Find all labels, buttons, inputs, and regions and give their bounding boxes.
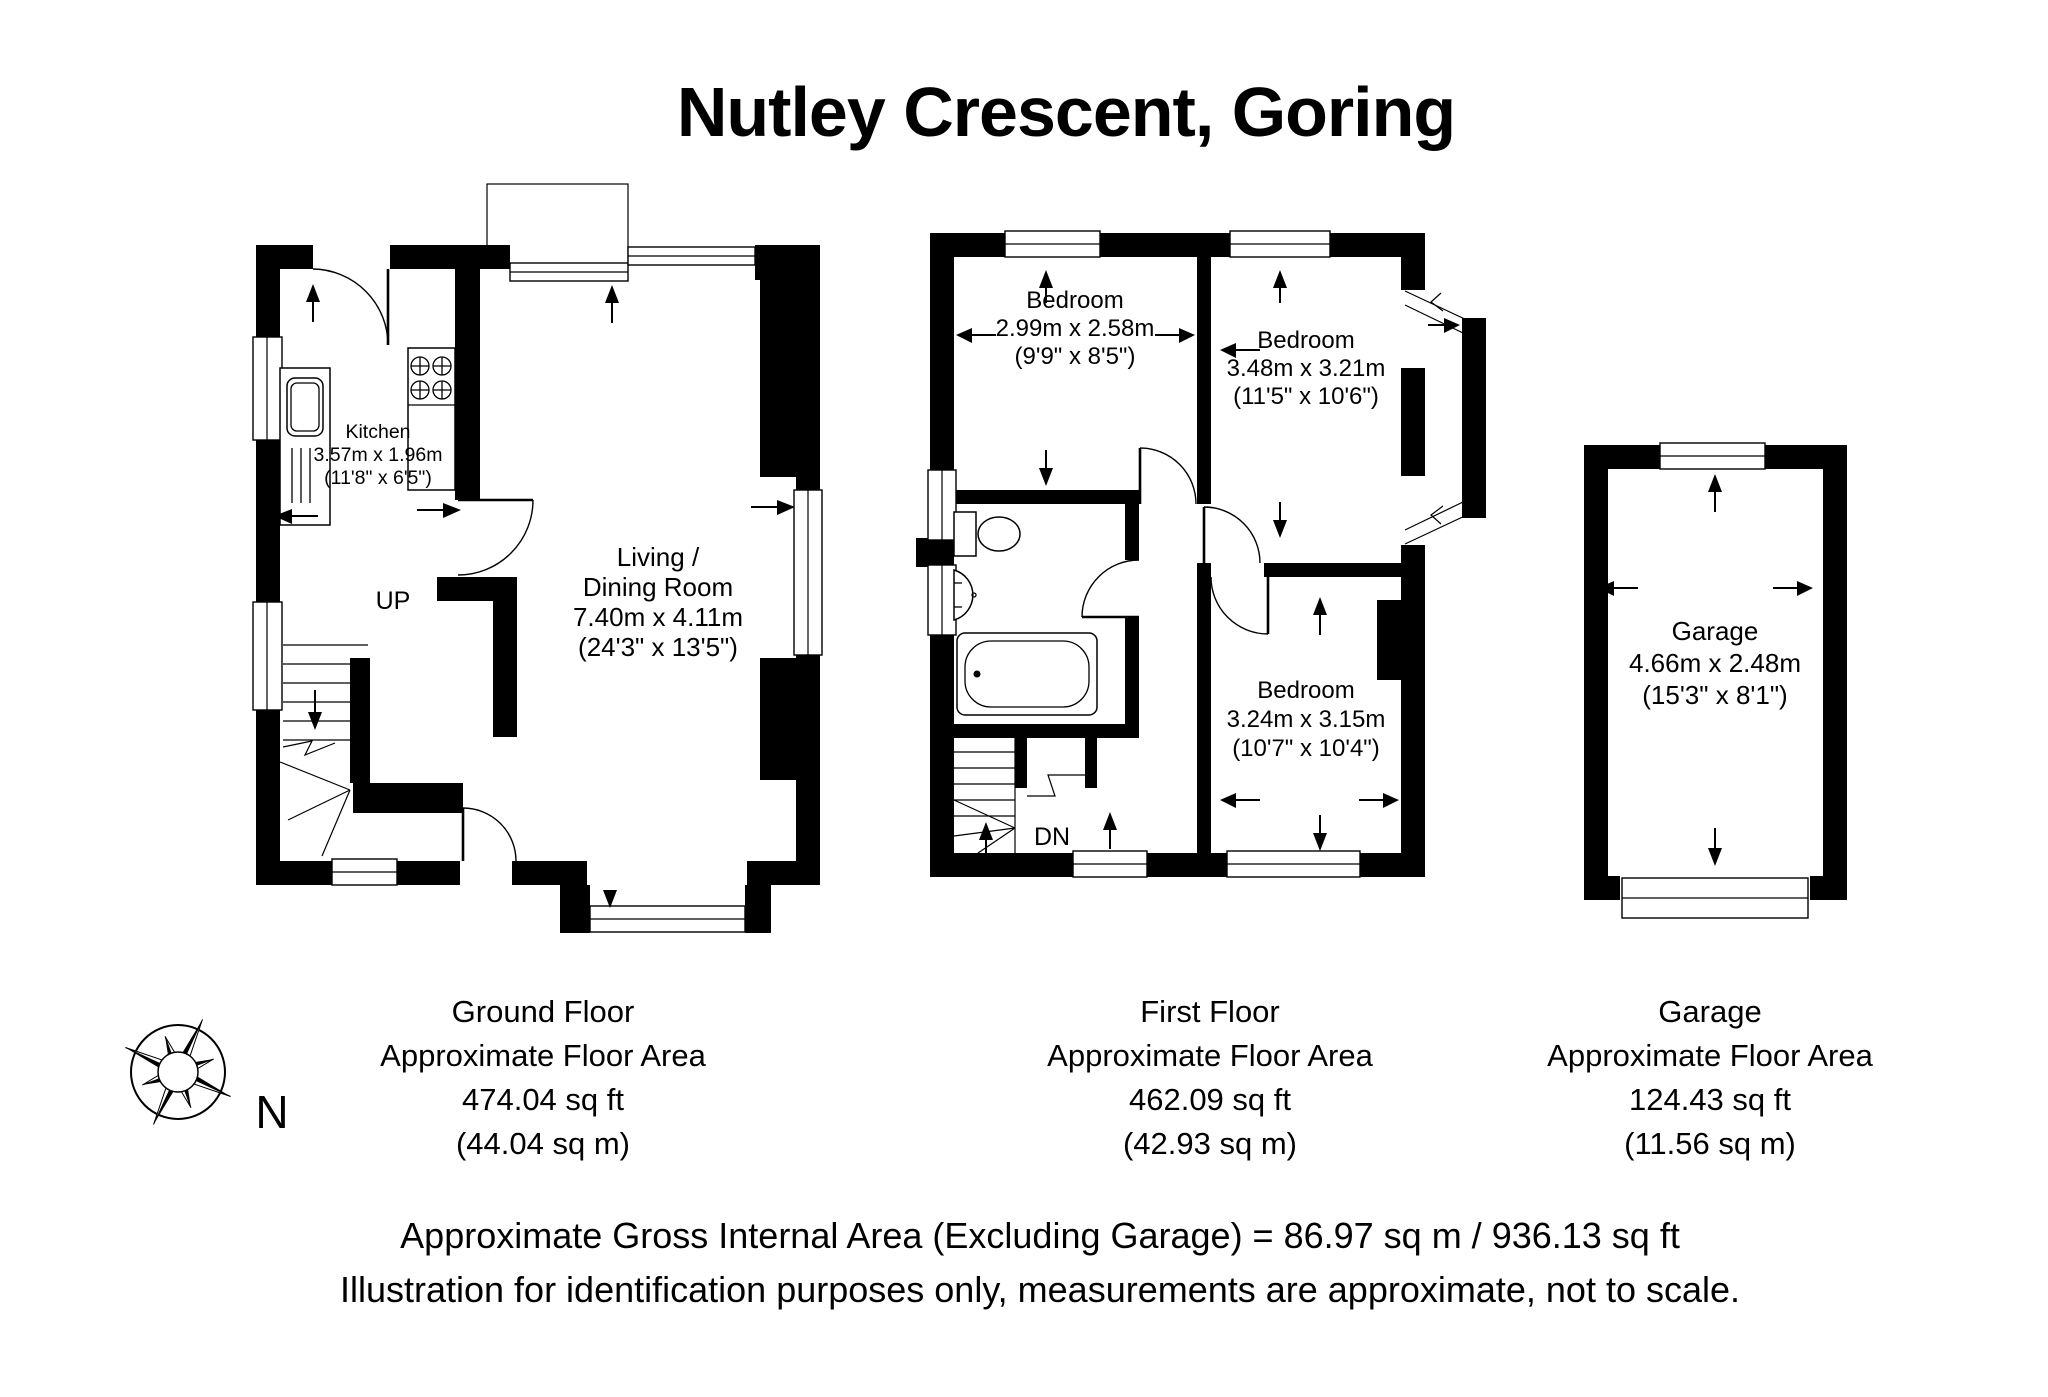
kitchen-sink bbox=[286, 377, 324, 437]
bay-window bbox=[1404, 290, 1470, 545]
first-floor-walls bbox=[916, 233, 1486, 877]
room-name: Dining Room bbox=[583, 572, 733, 602]
compass-north-label: N bbox=[255, 1086, 288, 1138]
window bbox=[252, 336, 283, 441]
dimension-arrows bbox=[1598, 474, 1813, 866]
room-metric: 4.66m x 2.48m bbox=[1629, 648, 1801, 678]
caption-area-ft: 124.43 sq ft bbox=[1629, 1082, 1791, 1117]
first-floor-caption: First Floor Approximate Floor Area 462.0… bbox=[1047, 994, 1373, 1161]
garage-label: Garage 4.66m x 2.48m (15'3" x 8'1") bbox=[1629, 616, 1801, 710]
room-imperial: (9'9" x 8'5") bbox=[1015, 343, 1136, 370]
basin bbox=[953, 569, 977, 621]
caption-area-m: (44.04 sq m) bbox=[456, 1126, 630, 1161]
garage-caption: Garage Approximate Floor Area 124.43 sq … bbox=[1547, 994, 1873, 1161]
room-imperial: (24'3" x 13'5") bbox=[578, 632, 738, 662]
door-swing bbox=[457, 498, 534, 576]
living-dining-label: Living / Dining Room 7.40m x 4.11m (24'3… bbox=[573, 542, 743, 662]
stairs-down-label: DN bbox=[1034, 823, 1070, 851]
room-imperial: (15'3" x 8'1") bbox=[1642, 680, 1787, 710]
overstairs-closet bbox=[1027, 774, 1085, 797]
footer-line2: Illustration for identification purposes… bbox=[340, 1269, 1740, 1310]
room-name: Kitchen bbox=[345, 421, 410, 443]
window bbox=[1004, 230, 1101, 258]
toilet bbox=[953, 511, 1021, 557]
dimension-arrows bbox=[274, 284, 795, 908]
caption-subtitle: Approximate Floor Area bbox=[1547, 1038, 1873, 1073]
room-name: Living / bbox=[617, 542, 700, 572]
caption-area-ft: 462.09 sq ft bbox=[1129, 1082, 1291, 1117]
window bbox=[509, 262, 629, 282]
room-metric: 3.57m x 1.96m bbox=[314, 444, 443, 466]
compass-icon bbox=[125, 1019, 231, 1125]
room-name: Bedroom bbox=[1026, 287, 1123, 314]
stairs-up: UP bbox=[279, 587, 411, 857]
front-door-swing bbox=[461, 807, 517, 862]
bedroom2-label: Bedroom 3.48m x 3.21m (11'5" x 10'6") bbox=[1227, 327, 1386, 410]
window bbox=[627, 246, 756, 266]
door-swing bbox=[1138, 447, 1197, 505]
first-floor-plan: DN Bedroom 2.99m x 2.58m (9'9" x 8'5") bbox=[916, 230, 1486, 878]
door-swing bbox=[1210, 576, 1270, 635]
door-swing bbox=[1202, 506, 1261, 564]
door-swing bbox=[312, 268, 390, 346]
caption-area-m: (42.93 sq m) bbox=[1123, 1126, 1297, 1161]
door-swing bbox=[1081, 559, 1140, 619]
room-imperial: (11'5" x 10'6") bbox=[1233, 383, 1379, 410]
room-name: Bedroom bbox=[1257, 327, 1354, 354]
stairs-up-label: UP bbox=[376, 587, 411, 615]
bedroom3-label: Bedroom 3.24m x 3.15m (10'7" x 10'4") bbox=[1227, 677, 1386, 762]
window bbox=[331, 858, 398, 886]
room-metric: 2.99m x 2.58m bbox=[996, 315, 1155, 342]
bathtub bbox=[956, 632, 1098, 716]
caption-title: Ground Floor bbox=[452, 994, 635, 1029]
room-name: Bedroom bbox=[1257, 677, 1354, 704]
bedroom1-label: Bedroom 2.99m x 2.58m (9'9" x 8'5") bbox=[996, 287, 1155, 370]
window bbox=[1226, 850, 1361, 878]
caption-subtitle: Approximate Floor Area bbox=[380, 1038, 706, 1073]
kitchen-label: Kitchen 3.57m x 1.96m (11'8" x 6'5") bbox=[314, 421, 443, 489]
window bbox=[1229, 230, 1331, 258]
window bbox=[1072, 850, 1148, 878]
garage-door bbox=[1621, 877, 1809, 919]
dimension-arrows bbox=[956, 270, 1460, 851]
caption-subtitle: Approximate Floor Area bbox=[1047, 1038, 1373, 1073]
footer-line1: Approximate Gross Internal Area (Excludi… bbox=[400, 1215, 1680, 1256]
ground-floor-caption: Ground Floor Approximate Floor Area 474.… bbox=[380, 994, 706, 1161]
room-name: Garage bbox=[1672, 616, 1759, 646]
caption-title: First Floor bbox=[1140, 994, 1280, 1029]
ground-floor-plan: UP Kitchen 3.57m x 1.96m (11'8" x 6'5") … bbox=[252, 183, 823, 933]
window bbox=[793, 489, 823, 656]
footer-disclaimer: Approximate Gross Internal Area (Excludi… bbox=[340, 1215, 1740, 1310]
caption-area-ft: 474.04 sq ft bbox=[462, 1082, 624, 1117]
room-imperial: (10'7" x 10'4") bbox=[1232, 735, 1380, 762]
window bbox=[1659, 442, 1766, 470]
window bbox=[927, 564, 957, 636]
caption-title: Garage bbox=[1658, 994, 1761, 1029]
window bbox=[252, 601, 283, 711]
ground-floor-walls bbox=[256, 245, 820, 933]
hob bbox=[407, 347, 456, 491]
stairs-down: DN bbox=[953, 738, 1070, 860]
caption-area-m: (11.56 sq m) bbox=[1624, 1126, 1796, 1161]
garage-plan: Garage 4.66m x 2.48m (15'3" x 8'1") bbox=[1584, 442, 1847, 919]
bay-window bbox=[589, 905, 746, 933]
window bbox=[927, 469, 957, 541]
room-metric: 3.24m x 3.15m bbox=[1227, 706, 1386, 733]
room-imperial: (11'8" x 6'5") bbox=[324, 467, 432, 489]
page-title: Nutley Crescent, Goring bbox=[677, 73, 1455, 151]
room-metric: 7.40m x 4.11m bbox=[573, 602, 743, 632]
room-metric: 3.48m x 3.21m bbox=[1227, 355, 1386, 382]
